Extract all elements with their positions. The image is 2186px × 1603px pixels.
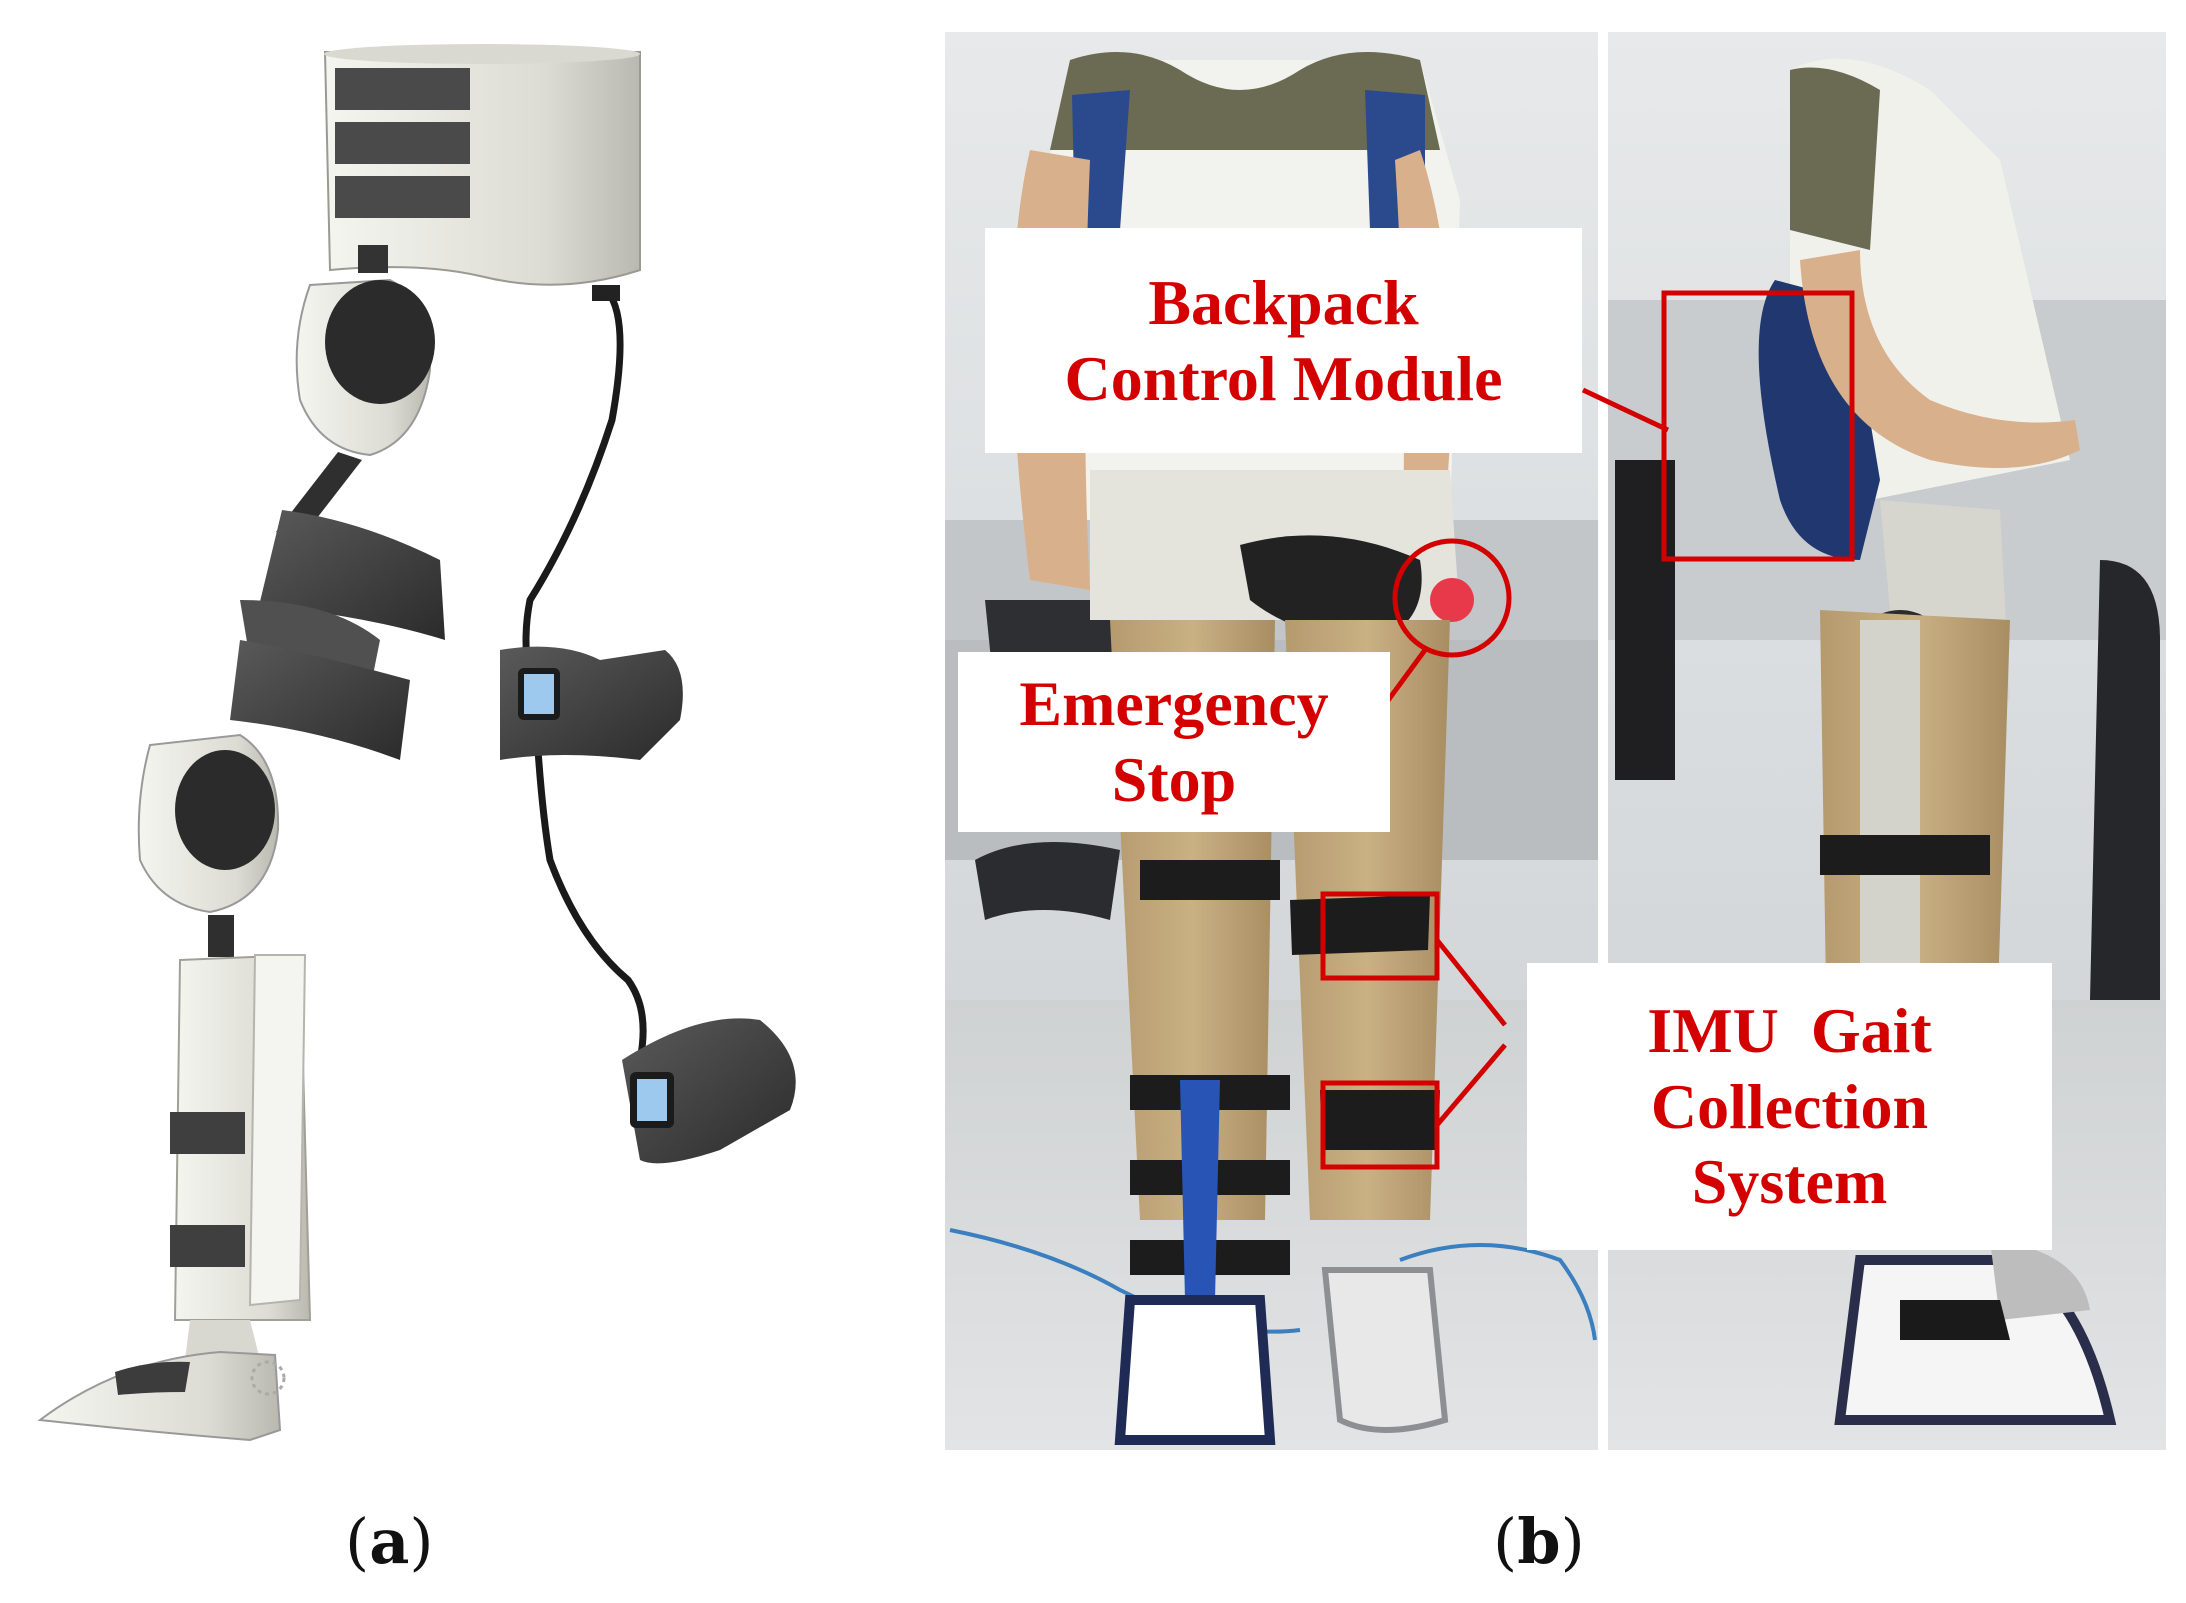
backpack-control-module-callout: Backpack Control Module [985,228,1582,453]
caption-paren: ) [1560,1505,1585,1578]
backpack-leader-line [1581,387,1670,433]
photo-divider [1598,32,1608,1450]
callout-line: Backpack [1148,266,1419,338]
caption-letter: a [369,1505,410,1578]
callout-line: IMU Gait [1647,995,1932,1067]
emergency-stop-callout: Emergency Stop [958,652,1390,832]
annotation-marks [1320,290,1855,1170]
imu-gait-collection-system-callout: IMU Gait Collection System [1527,963,2052,1250]
imu-upper-leader-line [1435,938,1507,1027]
panel-b-caption: (b) [1493,1505,1585,1578]
callout-line: System [1691,1146,1888,1218]
caption-paren: ( [345,1505,370,1578]
callout-line: Control Module [1064,342,1503,414]
caption-paren: ( [1493,1505,1518,1578]
caption-letter: b [1517,1505,1561,1578]
callout-line: Stop [1111,744,1237,815]
caption-paren: ) [409,1505,434,1578]
exoskeleton-cad-render [37,44,796,1442]
imu-upper-highlight-box [1320,891,1440,981]
callout-line: Emergency [1019,668,1329,740]
panel-a-caption: (a) [345,1505,434,1578]
emergency-stop-highlight-circle [1392,538,1512,658]
imu-lower-leader-line [1435,1043,1507,1127]
callout-line: Collection [1650,1070,1929,1142]
